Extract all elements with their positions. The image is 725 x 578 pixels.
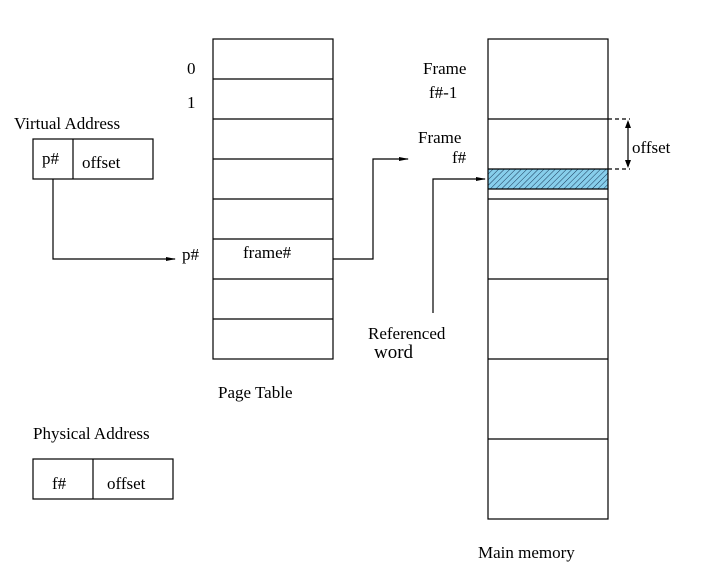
physical-address-box bbox=[32, 458, 174, 500]
referenced-label: Referenced bbox=[368, 324, 446, 343]
physical-address-title: Physical Address bbox=[33, 424, 150, 443]
page-table-frame-number: frame# bbox=[243, 243, 292, 262]
referenced-word-highlight bbox=[488, 169, 608, 189]
referenced-word-label: word bbox=[374, 342, 414, 363]
offset-label: offset bbox=[632, 138, 671, 157]
referenced-word-arrow bbox=[432, 177, 486, 313]
page-table-row-label-1: 1 bbox=[187, 93, 196, 112]
page-number-arrow bbox=[52, 179, 176, 261]
virtual-offset-field: offset bbox=[82, 153, 121, 172]
frame-number-arrow bbox=[333, 157, 409, 260]
frame-prev-number: f#-1 bbox=[429, 83, 457, 102]
offset-arrow-down-icon bbox=[625, 160, 631, 168]
physical-offset-field: offset bbox=[107, 474, 146, 493]
virtual-address-title: Virtual Address bbox=[14, 114, 120, 133]
frame-label: Frame bbox=[418, 128, 461, 147]
offset-arrow-up-icon bbox=[625, 120, 631, 128]
page-table-row-label-0: 0 bbox=[187, 59, 196, 78]
page-table: 0 1 p# frame# Page Table bbox=[182, 38, 334, 402]
virtual-address: Virtual Address p# offset bbox=[14, 114, 154, 180]
frame-number: f# bbox=[452, 148, 467, 167]
page-table-indexed-row-label: p# bbox=[182, 245, 200, 264]
main-memory-caption: Main memory bbox=[478, 543, 575, 562]
physical-frame-number-field: f# bbox=[52, 474, 67, 493]
virtual-address-box bbox=[32, 138, 154, 180]
virtual-page-number-field: p# bbox=[42, 149, 60, 168]
main-memory: Frame f#-1 Frame f# offset Main memory bbox=[418, 38, 671, 562]
physical-address: Physical Address f# offset bbox=[32, 424, 174, 500]
frame-prev-label: Frame bbox=[423, 59, 466, 78]
page-table-caption: Page Table bbox=[218, 383, 293, 402]
